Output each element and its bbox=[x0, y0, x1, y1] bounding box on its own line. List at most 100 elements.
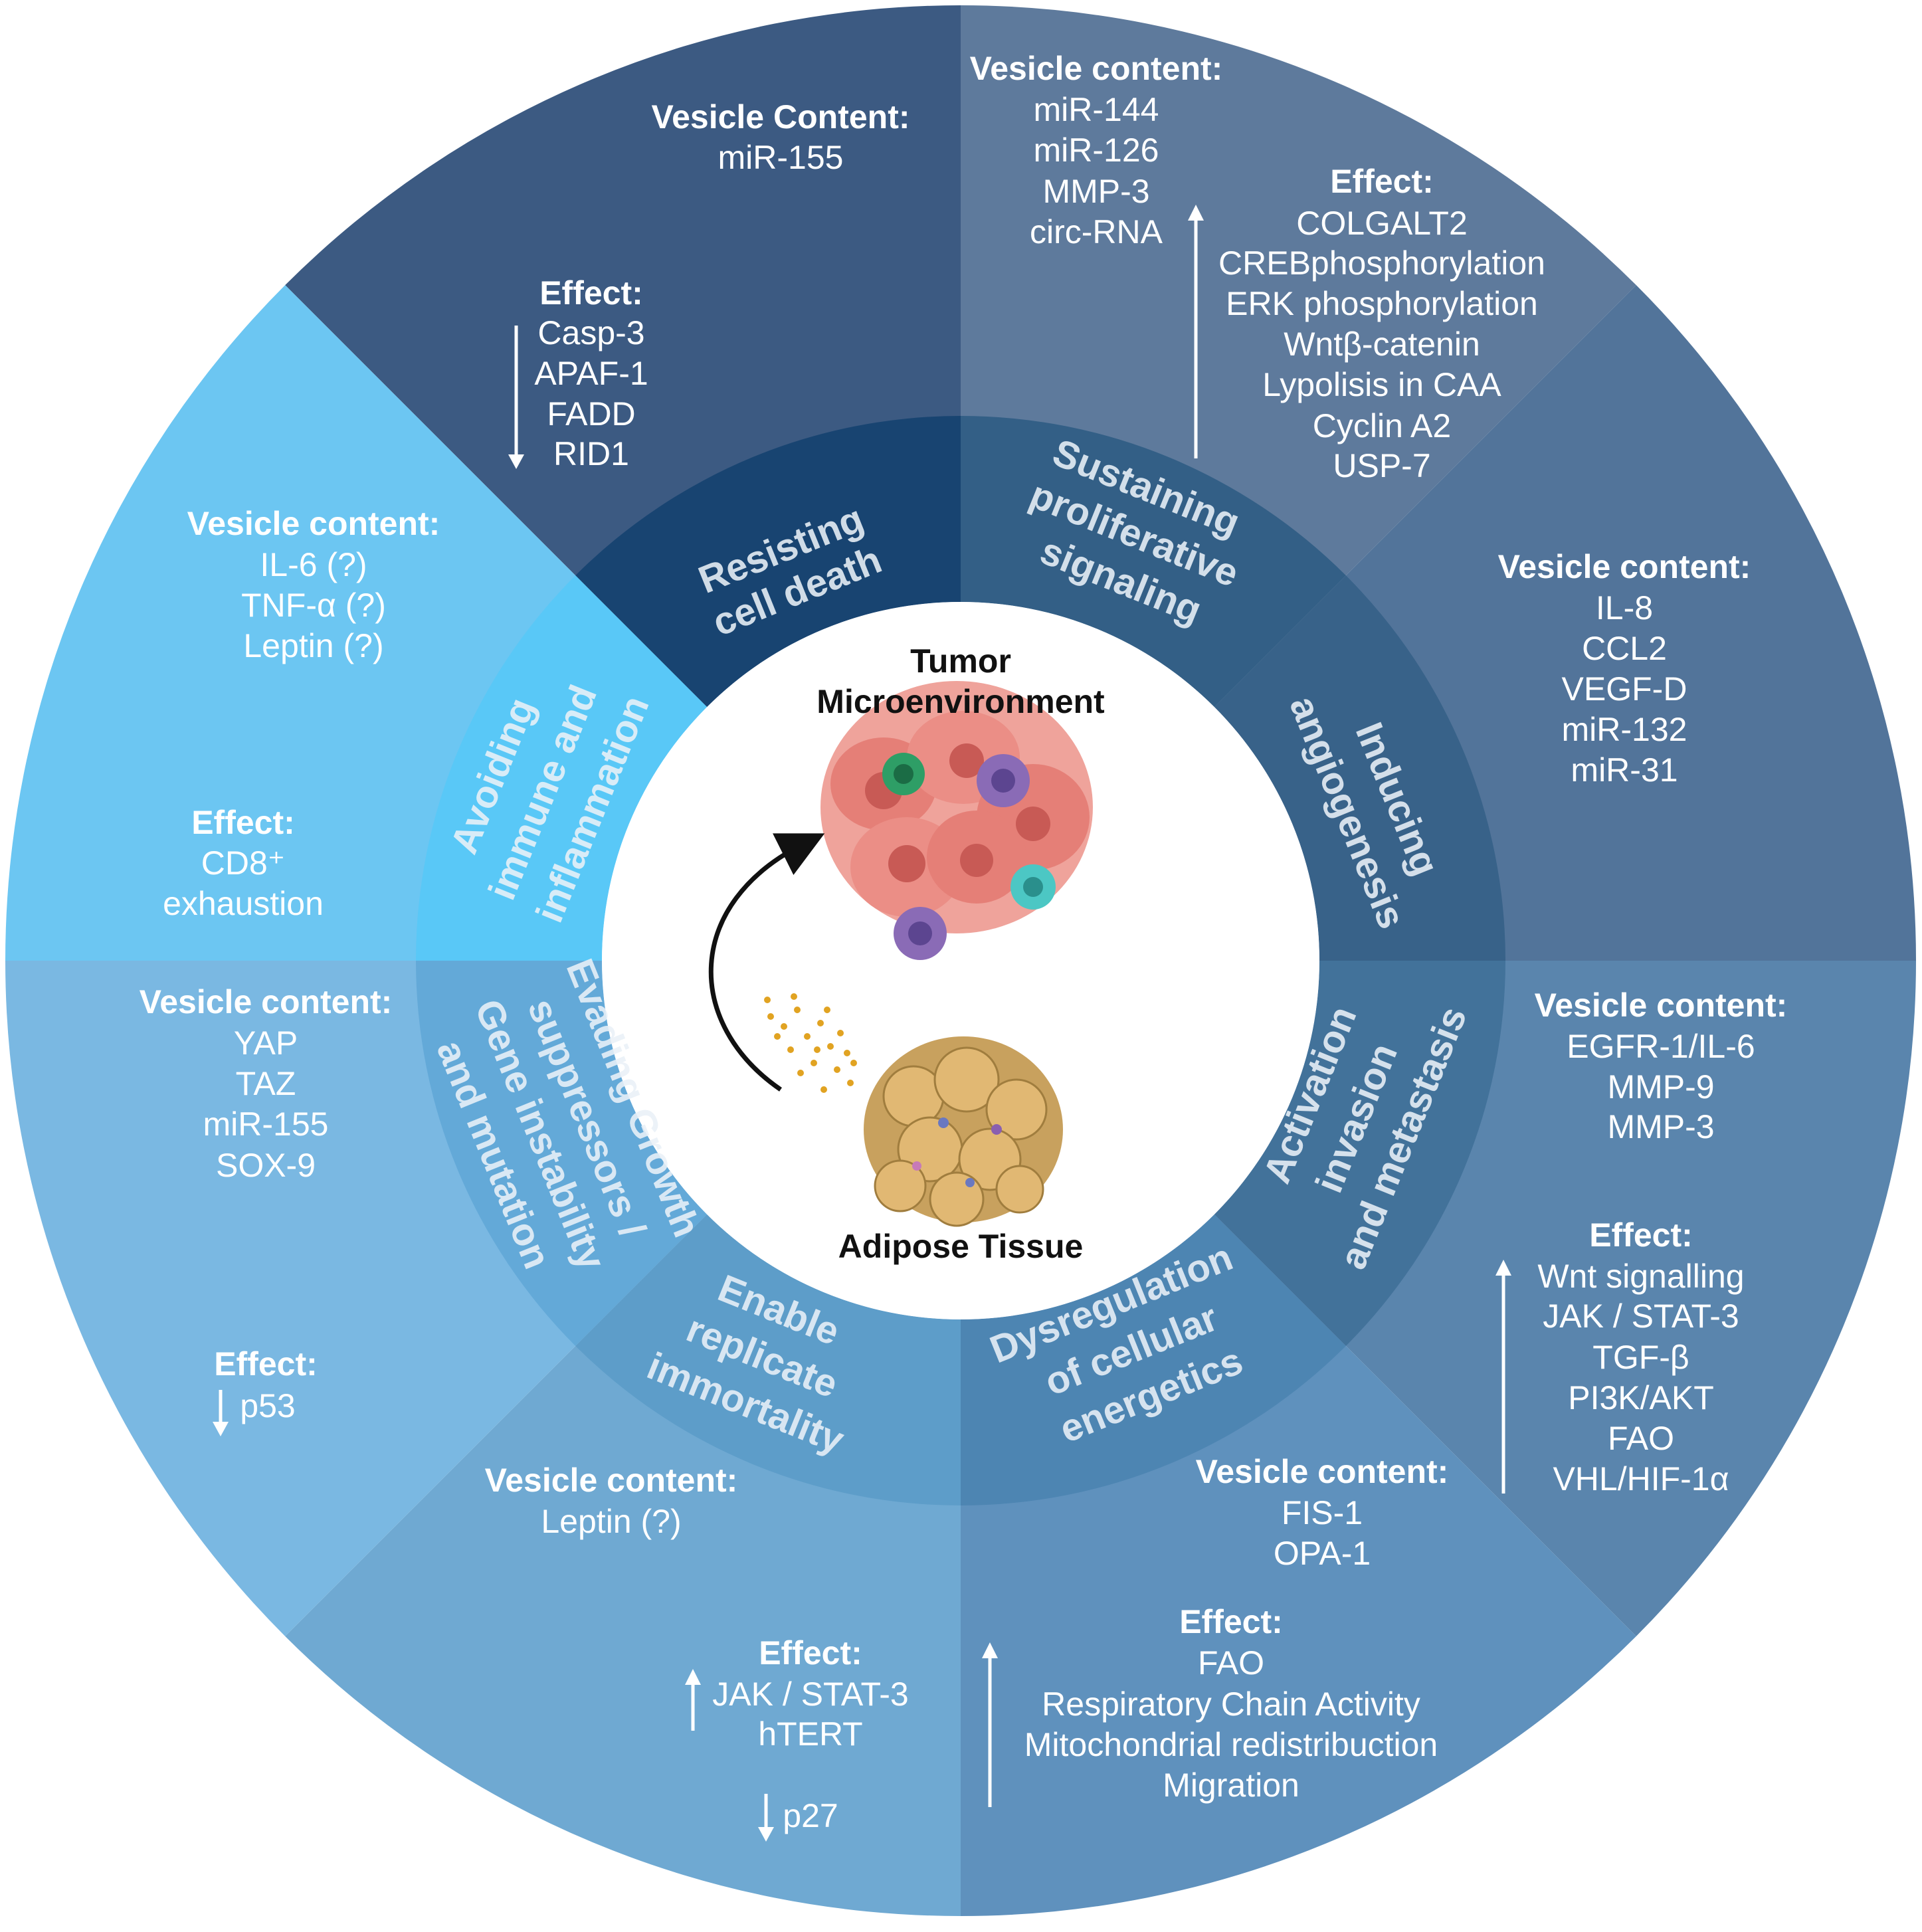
resisting-effect-header: Effect: bbox=[539, 274, 643, 312]
inner-ring-layer bbox=[416, 416, 1505, 1505]
resisting-effect-item: FADD bbox=[547, 395, 635, 433]
invasion-effect-item: TGF-β bbox=[1592, 1339, 1689, 1376]
up-arrow-icon bbox=[982, 1642, 998, 1807]
immortality-effect-down-item: p27 bbox=[783, 1797, 838, 1834]
sustaining-effect-item: CREBphosphorylation bbox=[1218, 244, 1545, 282]
immune-content-item: IL-6 (?) bbox=[260, 546, 367, 583]
up-arrow-icon bbox=[1495, 1260, 1511, 1494]
down-arrow-icon bbox=[213, 1390, 229, 1436]
invasion-content-item: EGFR-1/IL-6 bbox=[1567, 1028, 1755, 1065]
angiogenesis-content-item: VEGF-D bbox=[1562, 670, 1687, 708]
vesicle-dot bbox=[804, 1033, 811, 1040]
vesicle-dot bbox=[781, 1023, 787, 1030]
vesicle-dot bbox=[797, 1070, 804, 1076]
invasion-effect-header: Effect: bbox=[1589, 1216, 1693, 1254]
resisting-effect-item: Casp-3 bbox=[537, 314, 644, 351]
up-arrow-icon bbox=[685, 1669, 701, 1731]
resisting-content-item: miR-155 bbox=[718, 139, 844, 176]
vesicle-particles-icon bbox=[764, 993, 857, 1093]
growth-content-item: SOX-9 bbox=[216, 1147, 316, 1184]
up-arrow-icon bbox=[1188, 205, 1204, 458]
growth-effect-header: Effect: bbox=[214, 1345, 318, 1383]
growth-content-item: TAZ bbox=[236, 1065, 296, 1102]
secretion-arrow-icon bbox=[708, 833, 825, 1092]
immortality-effect-item: JAK / STAT-3 bbox=[712, 1676, 908, 1713]
sustaining-content-item: miR-144 bbox=[1034, 91, 1159, 128]
sustaining-effect-item: Lypolisis in CAA bbox=[1262, 366, 1501, 403]
vesicle-dot bbox=[834, 1066, 840, 1073]
immune-effect-header: Effect: bbox=[191, 804, 295, 841]
sustaining-effect-item: USP-7 bbox=[1333, 447, 1430, 484]
resisting-content-header: Vesicle Content: bbox=[652, 98, 910, 136]
inner-band-invasion bbox=[1214, 961, 1505, 1346]
angiogenesis-content-item: miR-132 bbox=[1562, 711, 1687, 748]
inner-band-angiogenesis bbox=[1214, 575, 1505, 961]
vesicle-dot bbox=[827, 1043, 834, 1050]
vesicle-dot bbox=[787, 1046, 794, 1053]
center-title-line2: Microenvironment bbox=[817, 683, 1105, 720]
energetics-content-item: FIS-1 bbox=[1282, 1494, 1363, 1531]
sustaining-effect-item: Cyclin A2 bbox=[1313, 407, 1451, 444]
invasion-content-header: Vesicle content: bbox=[1535, 987, 1788, 1024]
invasion-effect-item: PI3K/AKT bbox=[1568, 1379, 1714, 1416]
sustaining-effect-header: Effect: bbox=[1330, 163, 1434, 200]
invasion-effect-item: JAK / STAT-3 bbox=[1543, 1298, 1739, 1335]
sustaining-content-item: MMP-3 bbox=[1042, 173, 1149, 210]
immortality-content-header: Vesicle content: bbox=[485, 1462, 738, 1499]
sustaining-effect-item: COLGALT2 bbox=[1296, 205, 1468, 242]
immune-effect-item: CD8⁺ bbox=[201, 844, 285, 882]
energetics-content-header: Vesicle content: bbox=[1196, 1453, 1449, 1490]
vesicle-dot bbox=[850, 1060, 857, 1066]
immune-content-header: Vesicle content: bbox=[187, 505, 440, 542]
growth-content-item: YAP bbox=[234, 1024, 298, 1062]
angiogenesis-content-item: CCL2 bbox=[1582, 630, 1667, 667]
growth-effect-item: p53 bbox=[240, 1387, 295, 1424]
center-title-line1: Tumor bbox=[910, 642, 1011, 680]
immune-content-item: TNF-α (?) bbox=[241, 587, 386, 624]
inner-band-immune bbox=[416, 575, 708, 961]
vesicle-dot bbox=[811, 1060, 817, 1066]
invasion-content-item: MMP-3 bbox=[1607, 1108, 1714, 1145]
center-circle bbox=[602, 602, 1319, 1319]
invasion-effect-item: VHL/HIF-1α bbox=[1553, 1460, 1729, 1497]
resisting-effect-item: APAF-1 bbox=[534, 355, 648, 392]
inner-band-resisting bbox=[575, 416, 961, 708]
inner-band-immortality bbox=[575, 1214, 961, 1505]
tumor-cluster-icon bbox=[820, 681, 1093, 960]
invasion-effect-item: FAO bbox=[1608, 1420, 1674, 1457]
energetics-content-item: OPA-1 bbox=[1274, 1535, 1371, 1572]
sustaining-content-item: miR-126 bbox=[1034, 132, 1159, 169]
sustaining-panel: Vesicle content: miR-144 miR-126 MMP-3 c… bbox=[970, 50, 1545, 632]
growth-content-item: miR-155 bbox=[203, 1106, 329, 1143]
vesicle-dot bbox=[814, 1046, 820, 1053]
immune-content-item: Leptin (?) bbox=[243, 627, 383, 664]
angiogenesis-content-header: Vesicle content: bbox=[1498, 548, 1751, 585]
energetics-effect-header: Effect: bbox=[1179, 1603, 1283, 1640]
sustaining-effect-item: Wntβ-catenin bbox=[1284, 326, 1480, 363]
down-arrow-icon bbox=[508, 326, 524, 469]
vesicle-dot bbox=[794, 1007, 801, 1013]
growth-content-header: Vesicle content: bbox=[140, 983, 393, 1020]
vesicle-dot bbox=[844, 1050, 850, 1056]
angiogenesis-content-item: IL-8 bbox=[1596, 589, 1653, 627]
immune-effect-item: exhaustion bbox=[163, 885, 324, 922]
vesicle-dot bbox=[847, 1080, 854, 1086]
energetics-effect-item: Respiratory Chain Activity bbox=[1042, 1686, 1420, 1723]
vesicle-dot bbox=[767, 1013, 774, 1020]
inner-band-energetics bbox=[961, 1214, 1346, 1505]
energetics-effect-item: Migration bbox=[1163, 1767, 1299, 1804]
immortality-effect-item: hTERT bbox=[758, 1715, 862, 1753]
invasion-effect-item: Wnt signalling bbox=[1537, 1258, 1744, 1295]
down-arrow-icon bbox=[758, 1794, 774, 1842]
sustaining-content-item: circ-RNA bbox=[1030, 213, 1163, 250]
vesicle-dot bbox=[824, 1007, 830, 1013]
energetics-effect-item: Mitochondrial redistribuction bbox=[1024, 1726, 1438, 1763]
sustaining-effect-item: ERK phosphorylation bbox=[1226, 285, 1538, 322]
adipose-cluster-icon bbox=[864, 1036, 1063, 1227]
vesicle-dot bbox=[791, 993, 797, 1000]
immortality-content-item: Leptin (?) bbox=[541, 1503, 681, 1540]
vesicle-dot bbox=[820, 1086, 827, 1093]
inner-band-growth bbox=[416, 961, 708, 1346]
invasion-content-item: MMP-9 bbox=[1607, 1068, 1714, 1106]
